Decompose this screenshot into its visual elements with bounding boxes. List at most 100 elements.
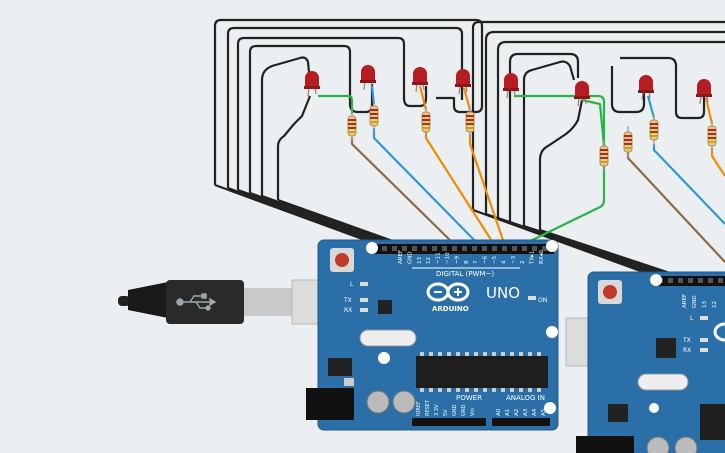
header-pin-right[interactable] bbox=[668, 278, 673, 283]
header-pin[interactable] bbox=[482, 246, 487, 251]
led-4[interactable] bbox=[455, 69, 471, 95]
wire-black-6[interactable] bbox=[276, 95, 312, 200]
reset-button[interactable] bbox=[335, 253, 349, 267]
power-header[interactable] bbox=[412, 418, 486, 426]
wire-black-1[interactable] bbox=[213, 18, 484, 185]
wire-black-r2[interactable] bbox=[484, 30, 725, 214]
header-pin[interactable] bbox=[432, 246, 437, 251]
leds[interactable] bbox=[304, 65, 712, 107]
usb-chip bbox=[378, 300, 392, 314]
led-3[interactable] bbox=[412, 67, 428, 93]
resistors[interactable] bbox=[347, 100, 717, 172]
wire-green-left[interactable] bbox=[318, 94, 354, 114]
analog-pin-label: A0 bbox=[496, 408, 502, 416]
header-pin-right[interactable] bbox=[698, 278, 703, 283]
header-pin[interactable] bbox=[412, 246, 417, 251]
header-pin[interactable] bbox=[492, 246, 497, 251]
header-pin[interactable] bbox=[522, 246, 527, 251]
led-1[interactable] bbox=[304, 71, 320, 97]
wire-black-lower-r6[interactable] bbox=[539, 228, 686, 280]
header-pin[interactable] bbox=[542, 246, 547, 251]
arduino-logo bbox=[426, 282, 470, 302]
wire-black-4[interactable] bbox=[248, 44, 374, 193]
crystal-right bbox=[637, 373, 689, 391]
digital-label: DIGITAL (PWM~) bbox=[436, 270, 494, 278]
power-pin-label: 5V bbox=[443, 409, 449, 416]
resistor-6[interactable] bbox=[623, 126, 633, 158]
digital-pin-label: GND bbox=[407, 251, 413, 264]
power-pin-label: IOREF bbox=[416, 401, 422, 416]
wire-green-led-r[interactable] bbox=[581, 98, 606, 147]
digital-pin-label: ~9 bbox=[454, 255, 460, 264]
resistor-5[interactable] bbox=[599, 140, 609, 172]
analog-pin-label: A1 bbox=[505, 409, 511, 416]
header-pin[interactable] bbox=[502, 246, 507, 251]
wire-black-r6[interactable] bbox=[538, 99, 584, 230]
led-6[interactable] bbox=[574, 81, 590, 107]
wire-black-lower-6[interactable] bbox=[277, 198, 402, 246]
header-pin-right[interactable] bbox=[688, 278, 693, 283]
header-pin[interactable] bbox=[512, 246, 517, 251]
wire-black-r4[interactable] bbox=[508, 52, 580, 222]
wire-black-lower-2[interactable] bbox=[227, 186, 382, 246]
resistor-4[interactable] bbox=[465, 106, 475, 138]
resistor-2[interactable] bbox=[369, 100, 379, 132]
power-label: POWER bbox=[456, 394, 482, 402]
wire-black-r8[interactable] bbox=[610, 66, 646, 114]
black-wires[interactable] bbox=[213, 18, 725, 280]
led-tx-label: TX bbox=[343, 297, 352, 304]
header-pin[interactable] bbox=[532, 246, 537, 251]
usb-cable-strain bbox=[118, 296, 130, 306]
wire-black-lower-1[interactable] bbox=[214, 183, 377, 246]
wire-black-lower-3[interactable] bbox=[237, 188, 387, 246]
resistor-7[interactable] bbox=[649, 114, 659, 146]
digital-pin-label: RX◂0 bbox=[539, 250, 545, 264]
wire-black-3[interactable] bbox=[236, 36, 428, 190]
led-7[interactable] bbox=[638, 75, 654, 101]
wire-black-2[interactable] bbox=[226, 26, 464, 188]
header-pin[interactable] bbox=[462, 246, 467, 251]
wire-orange-led[interactable] bbox=[418, 85, 428, 111]
wire-black-lower-r5[interactable] bbox=[523, 224, 681, 280]
capacitor-2-right bbox=[674, 436, 698, 453]
analog-header[interactable] bbox=[492, 418, 550, 426]
resistor-1[interactable] bbox=[347, 110, 357, 142]
wire-yellow-led[interactable] bbox=[462, 87, 472, 111]
header-pin-right[interactable] bbox=[678, 278, 683, 283]
header-pin[interactable] bbox=[402, 246, 407, 251]
header-pin[interactable] bbox=[422, 246, 427, 251]
header-pin[interactable] bbox=[382, 246, 387, 251]
power-jack[interactable] bbox=[306, 388, 354, 420]
wire-black-r7[interactable] bbox=[620, 56, 706, 120]
reset-button-right[interactable] bbox=[603, 285, 617, 299]
led-5[interactable] bbox=[503, 73, 519, 99]
digital-pin-label: ~3 bbox=[511, 255, 517, 264]
atmega-chip-right bbox=[700, 404, 725, 440]
header-pin-right[interactable] bbox=[718, 278, 723, 283]
led-l-right bbox=[700, 316, 708, 320]
wire-black-5[interactable] bbox=[260, 56, 312, 197]
wire-black-r5[interactable] bbox=[522, 60, 576, 227]
voltage-regulator-right bbox=[608, 404, 628, 422]
header-pin[interactable] bbox=[442, 246, 447, 251]
header-pin[interactable] bbox=[452, 246, 457, 251]
wire-orange-led-r[interactable] bbox=[704, 97, 714, 125]
resistor-8[interactable] bbox=[707, 120, 717, 152]
wire-black-r1[interactable] bbox=[471, 20, 725, 210]
resistor-3[interactable] bbox=[421, 106, 431, 138]
digital-pin-label: ~5 bbox=[492, 255, 498, 264]
power-jack-right[interactable] bbox=[576, 436, 634, 453]
led-2[interactable] bbox=[360, 65, 376, 91]
header-pin[interactable] bbox=[392, 246, 397, 251]
wire-blue-led-r[interactable] bbox=[646, 95, 656, 119]
wire-black-lower-5[interactable] bbox=[261, 194, 397, 246]
header-pin[interactable] bbox=[472, 246, 477, 251]
led-8[interactable] bbox=[696, 79, 712, 105]
header-pin-right[interactable] bbox=[708, 278, 713, 283]
wire-black-r3[interactable] bbox=[496, 40, 725, 218]
wire-black-lower-4[interactable] bbox=[249, 191, 392, 246]
digital-pin-label: 8 bbox=[464, 260, 470, 264]
